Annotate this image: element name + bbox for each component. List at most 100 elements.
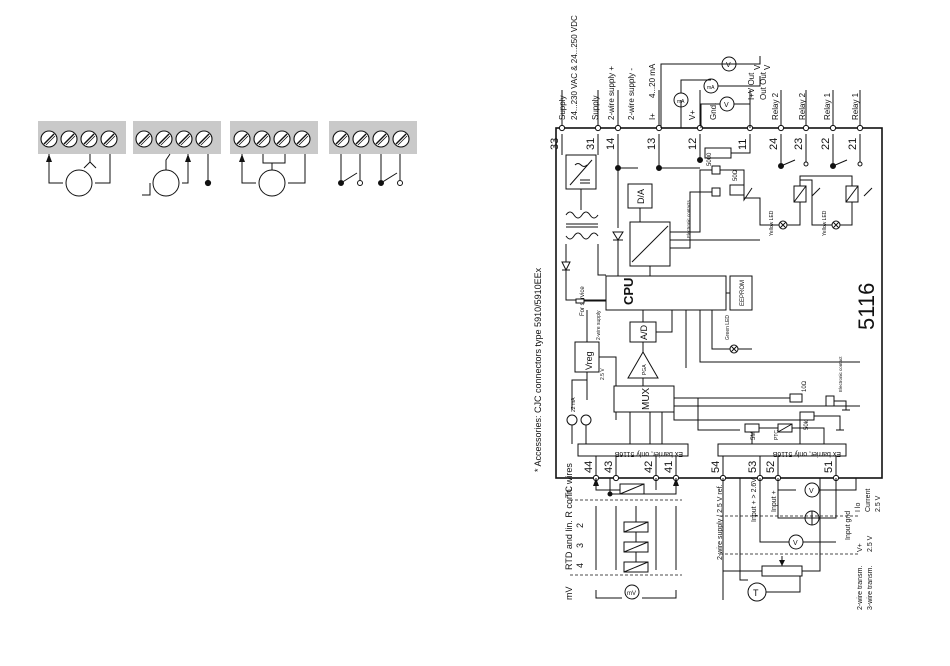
screw-terminal-icon	[372, 130, 390, 148]
screw-terminal-icon	[332, 130, 350, 148]
svg-text:mA: mA	[707, 85, 715, 91]
label-ad: A/D	[639, 324, 649, 340]
ex-barrier-right	[717, 443, 847, 457]
screw-terminal-icon	[155, 130, 173, 148]
schematic: * Accessories: CJC connectors type 5910/…	[533, 15, 883, 610]
label-gnd: Gnd.	[709, 103, 718, 120]
svg-text:2-wire supply / 2.5 V ref.: 2-wire supply / 2.5 V ref.	[717, 484, 724, 560]
label-vreg: Vreg	[584, 351, 594, 370]
svg-text:22 mA: 22 mA	[571, 397, 577, 412]
label-relay1-a: Relay 1	[823, 92, 832, 120]
transformer-secondary	[565, 232, 599, 240]
terminal-connector-icon	[802, 124, 810, 132]
label-v-plus: V+	[688, 110, 697, 120]
screw-terminal-icon	[293, 130, 311, 148]
pga-section: PGA	[627, 342, 659, 386]
svg-text:Green LED: Green LED	[725, 315, 731, 340]
svg-text:mV: mV	[564, 587, 574, 601]
right-input-wiring: V V T	[720, 478, 860, 602]
svg-text:4: 4	[575, 563, 585, 568]
screw-terminal-icon	[135, 130, 153, 148]
screw-terminal-icon	[175, 130, 193, 148]
screw-terminals	[40, 130, 410, 148]
label-mux: MUX	[641, 387, 652, 410]
svg-text:mA: mA	[677, 99, 685, 105]
left-input-labels: TC RTD and lin. R conn. wires 2 3 4 mV	[564, 463, 585, 600]
vreg-section: Vreg 2-wire supply 2.5 V	[574, 310, 617, 420]
svg-text:2.5 V: 2.5 V	[600, 368, 606, 380]
resistor-5m	[744, 423, 760, 433]
ex-barriers: Ex barrier, only 5116B Ex barrier, only …	[577, 443, 847, 457]
screw-terminal-icon	[233, 130, 251, 148]
ex-barrier-left	[577, 443, 689, 457]
screw-terminal-icon	[100, 130, 118, 148]
bottom-internal-wiring: 5M PTC 50k	[629, 398, 844, 444]
svg-text:3-wire transm.: 3-wire transm.	[867, 566, 874, 610]
svg-text:mV: mV	[627, 591, 636, 597]
label-v-b: V	[763, 64, 772, 70]
top-terminal-number: 14	[605, 138, 617, 150]
svg-text:3: 3	[575, 543, 585, 548]
label-ex-barrier-left: Ex barrier, only 5116B	[614, 450, 683, 457]
top-terminal-number: 12	[687, 138, 699, 150]
top-terminal-number: 24	[768, 138, 780, 150]
top-terminal-number: 21	[847, 138, 859, 150]
bottom-terminal-number: 42	[643, 461, 655, 473]
svg-text:50k: 50k	[804, 419, 810, 430]
svg-text:T: T	[753, 588, 759, 598]
top-terminal-number: 23	[793, 138, 805, 150]
relay-section: Yellow LED Yellow LED	[670, 134, 873, 241]
screw-terminal-icon	[253, 130, 271, 148]
top-terminal-number: 11	[737, 139, 749, 150]
svg-text:V+: V+	[857, 543, 864, 552]
svg-text:TC: TC	[564, 486, 574, 498]
label-da: D/A	[636, 189, 646, 204]
svg-text:2.5 V: 2.5 V	[867, 535, 874, 552]
bottom-terminal-number: 54	[710, 461, 722, 473]
svg-text:5M: 5M	[751, 432, 757, 440]
device-outline	[555, 127, 883, 479]
screw-terminal-icon	[40, 130, 58, 148]
svg-text:Electronic contact: Electronic contact	[838, 356, 843, 392]
svg-text:Input +: Input +	[771, 490, 778, 512]
svg-text:2-wire supply: 2-wire supply	[596, 310, 602, 340]
terminal-connector-icon	[612, 474, 620, 482]
svg-text:2.5 V: 2.5 V	[875, 495, 882, 512]
panel-2-wiring	[142, 153, 212, 197]
svg-text:RTD and lin. R conn. wires: RTD and lin. R conn. wires	[564, 463, 574, 570]
current-source: 22 mA	[566, 379, 592, 444]
terminal-connector-icon	[829, 124, 837, 132]
svg-text:50Ω: 50Ω	[733, 169, 739, 181]
resistor-50	[729, 184, 745, 196]
accessories-note: * Accessories: CJC connectors type 5910/…	[533, 267, 543, 472]
current-source-icon	[566, 414, 578, 426]
bottom-terminal-number: 41	[663, 461, 675, 473]
label-current-range: 4...20 mA	[648, 63, 657, 98]
resistor-50k	[799, 411, 815, 421]
bottom-terminal-number: 52	[765, 461, 777, 473]
terminal-connector-icon	[594, 124, 602, 132]
label-relay2-a: Relay 2	[771, 92, 780, 120]
cpu-section: CPU EEPROM For service	[575, 266, 753, 316]
label-two-wire-minus: 2-wire supply -	[627, 68, 636, 120]
svg-text:Yellow LED: Yellow LED	[769, 210, 775, 236]
label-supply-31: Supply	[591, 96, 600, 120]
output-section: D/A 5000 50Ω Electronic contacts	[627, 134, 753, 267]
label-v-a: V	[753, 64, 762, 70]
terminal-connector-icon	[614, 124, 622, 132]
top-labels: Supply 24...230 VAC & 24...250 VDC Suppl…	[558, 15, 860, 120]
top-terminal-number: 22	[820, 138, 832, 150]
terminal-connector-icon	[777, 124, 785, 132]
bottom-terminal-number: 43	[603, 461, 615, 473]
power-supply-section	[561, 134, 638, 301]
transmitter-pot	[761, 565, 803, 577]
top-terminal-number: 13	[646, 138, 658, 150]
right-input-labels: 2-wire supply / 2.5 V ref. Input + > 2.6…	[717, 478, 882, 610]
svg-text:Yellow LED: Yellow LED	[822, 210, 828, 236]
label-relay2-b: Relay 2	[798, 92, 807, 120]
diode	[612, 231, 624, 241]
